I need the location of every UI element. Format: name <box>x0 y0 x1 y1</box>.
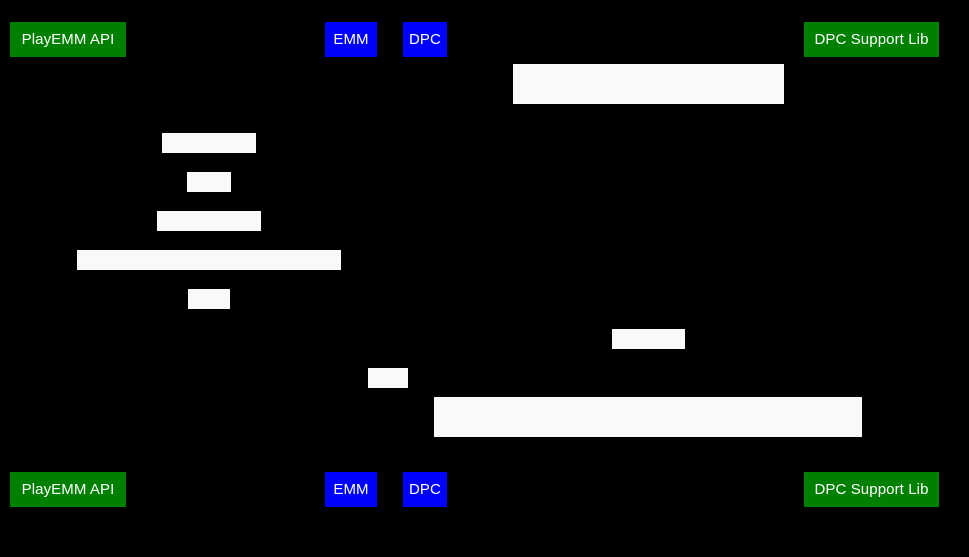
participant-playemm-api-top[interactable]: PlayEMM API <box>10 22 126 57</box>
participant-emm-top[interactable]: EMM <box>325 22 377 57</box>
participant-dpc-support-lib-top[interactable]: DPC Support Lib <box>804 22 939 57</box>
message-label-users-update: users.update() <box>157 211 261 269</box>
lifeline-dpc-support-lib <box>871 57 872 472</box>
participant-label: DPC Support Lib <box>814 481 929 498</box>
participant-label: DPC <box>409 481 441 498</box>
participant-dpc-top[interactable]: DPC <box>403 22 447 57</box>
message-line-1: token <box>190 330 228 347</box>
participant-label: PlayEMM API <box>21 481 115 498</box>
lifeline-playemm-api <box>67 57 68 472</box>
message-line-2: .addAndroidForWorkAccount(token, account… <box>447 498 849 515</box>
sequence-diagram-canvas: PlayEMM API EMM DPC DPC Support Lib andr… <box>10 22 939 515</box>
message-label-token-2: token <box>368 368 408 426</box>
participant-dpc-bottom[interactable]: DPC <box>403 472 447 507</box>
message-label-ensure-working-environment: androidForWorkAccountSupport .ensureWork… <box>513 64 784 182</box>
message-label-callback: callback() <box>612 329 685 387</box>
message-line-1: token <box>370 409 407 426</box>
message-label-add-android-for-work-account: androidForWorkAccountSupport .addAndroid… <box>434 397 862 515</box>
message-line-1: callback() <box>616 370 681 387</box>
lifeline-emm <box>350 57 351 472</box>
message-line-1: androidForWorkAccountSupport <box>541 105 756 122</box>
participant-label: PlayEMM API <box>21 31 115 48</box>
message-label-users-generate-authentication-token: users.generateAuthenticationToken() <box>77 250 341 308</box>
participant-emm-bottom[interactable]: EMM <box>325 472 377 507</box>
message-label-token-1: token <box>188 289 230 347</box>
participant-dpc-support-lib-bottom[interactable]: DPC Support Lib <box>804 472 939 507</box>
message-line-1: androidForWorkAccountSupport <box>541 438 755 455</box>
message-label-users-insert: users.insert() <box>162 133 256 191</box>
participant-label: EMM <box>333 481 369 498</box>
message-line-2: .ensureWorkingEnvironment(callback) <box>521 165 776 182</box>
lifeline-dpc <box>424 57 425 472</box>
participant-label: DPC Support Lib <box>814 31 929 48</box>
message-label-userid: userID <box>187 172 233 230</box>
participant-label: DPC <box>409 31 441 48</box>
participant-label: EMM <box>333 31 369 48</box>
participant-playemm-api-bottom[interactable]: PlayEMM API <box>10 472 126 507</box>
